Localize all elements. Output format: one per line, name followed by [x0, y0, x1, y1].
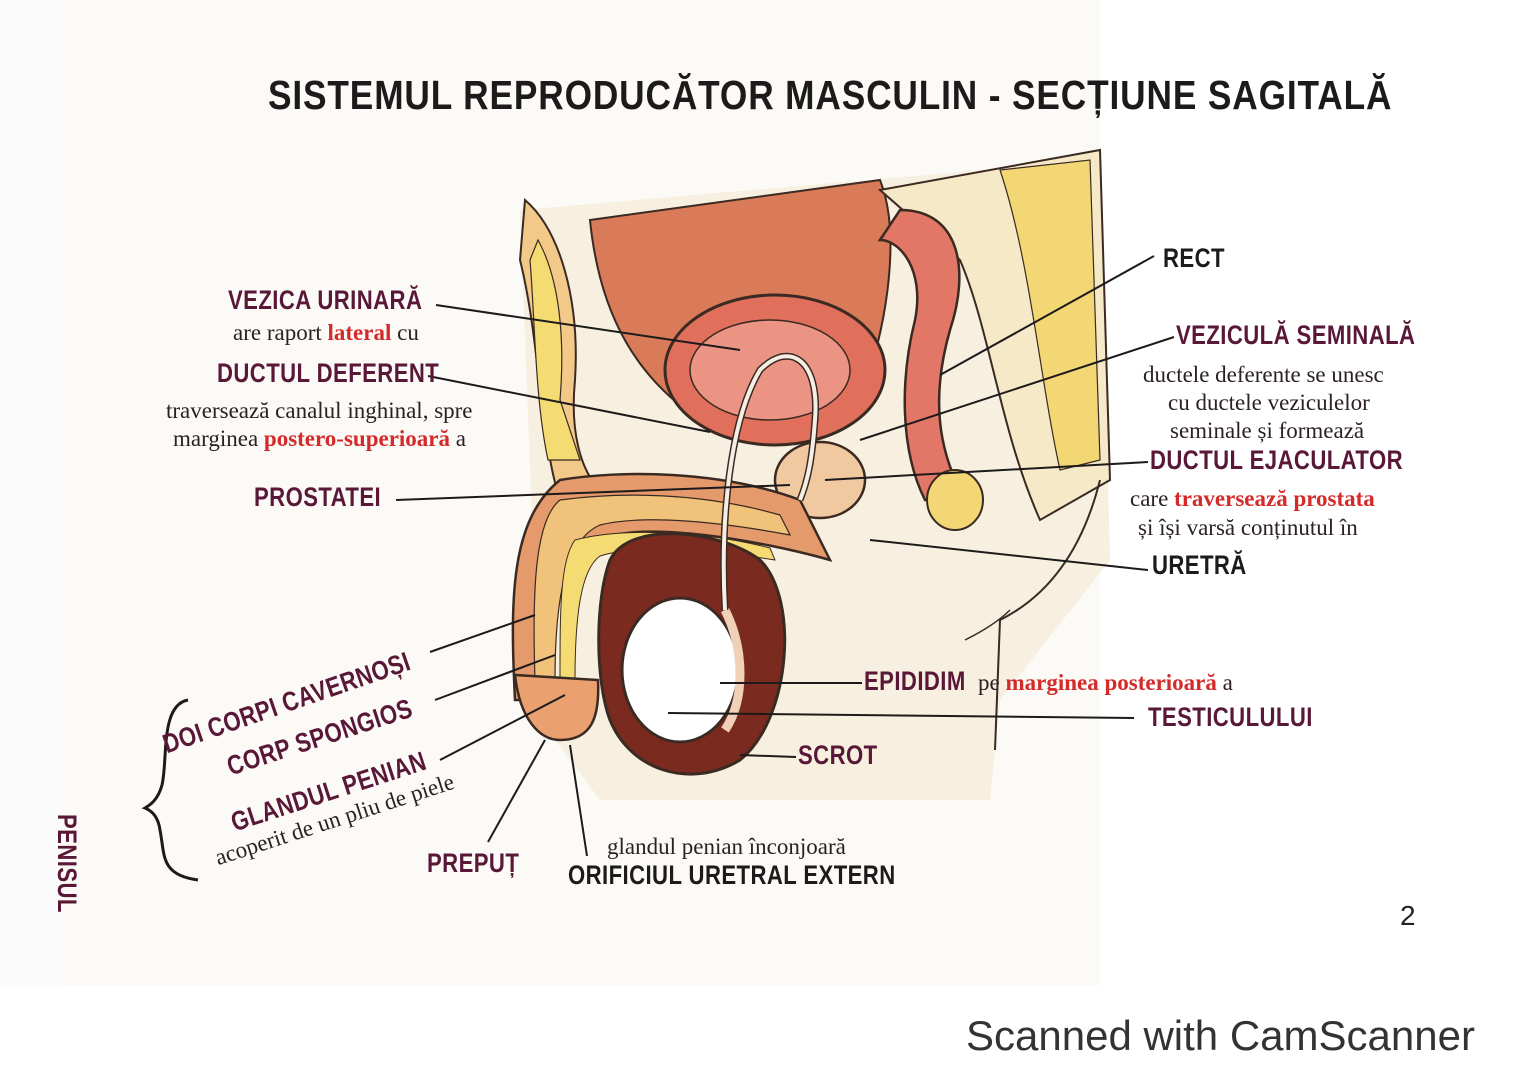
note-deferent-1: traversează canalul inghinal, spre: [166, 398, 473, 423]
testis: [620, 596, 740, 744]
corpora-cavernosa: [533, 494, 792, 681]
note-orificiu: glandul penian înconjoară: [607, 834, 846, 859]
label-prepuț: PREPUȚ: [427, 848, 520, 878]
note-vezicula-3: seminale și formează: [1170, 418, 1365, 443]
label-uretra: URETRĂ: [1152, 550, 1247, 580]
epididymis: [720, 607, 745, 733]
anal-sphincter: [926, 469, 984, 531]
label-testiculului: TESTICULULUI: [1148, 702, 1313, 732]
note-vezica: are raport lateral cu: [233, 320, 419, 345]
note-ejaculator-1: care traversează prostata: [1130, 486, 1375, 511]
body-contour: [994, 479, 1101, 751]
note-deferent-2: marginea postero-superioară a: [173, 426, 466, 451]
label-vezica-urinara: VEZICA URINARĂ: [228, 285, 423, 315]
bladder-inner: [689, 319, 851, 421]
spine-fat: [999, 159, 1101, 471]
label-ductul-ejaculator: DUCTUL EJACULATOR: [1150, 445, 1403, 475]
note-epididim: pe marginea posterioară a: [978, 670, 1233, 695]
note-ejaculator-2: și își varsă conținutul în: [1138, 515, 1358, 540]
label-epididim: EPIDIDIM: [864, 666, 966, 696]
glans: [513, 673, 600, 742]
penisul-brace: [141, 698, 199, 882]
abdominal-fat: [529, 238, 581, 461]
label-orificiul-uretral-extern: ORIFICIUL URETRAL EXTERN: [568, 860, 896, 890]
page-number: 2: [1400, 900, 1416, 931]
label-rect: RECT: [1163, 243, 1225, 273]
label-epididim-row: EPIDIDIM: [864, 666, 988, 697]
scan-margin: [0, 0, 60, 985]
leader-lines: [395, 255, 1175, 857]
label-vezicula-seminala: VEZICULĂ SEMINALĂ: [1176, 320, 1416, 350]
page-title: SISTEMUL REPRODUCĂTOR MASCULIN - SECȚIUN…: [268, 72, 1393, 118]
label-penisul: PENISUL: [52, 814, 82, 913]
label-scrot: SCROT: [798, 740, 878, 770]
label-prostatei: PROSTATEI: [254, 482, 382, 512]
note-vezicula-1: ductele deferente se unesc: [1143, 362, 1384, 387]
camscanner-watermark: Scanned with CamScanner: [966, 1012, 1475, 1059]
label-ductul-deferent: DUCTUL DEFERENT: [217, 358, 440, 388]
note-vezicula-2: cu ductele veziculelor: [1168, 390, 1370, 415]
